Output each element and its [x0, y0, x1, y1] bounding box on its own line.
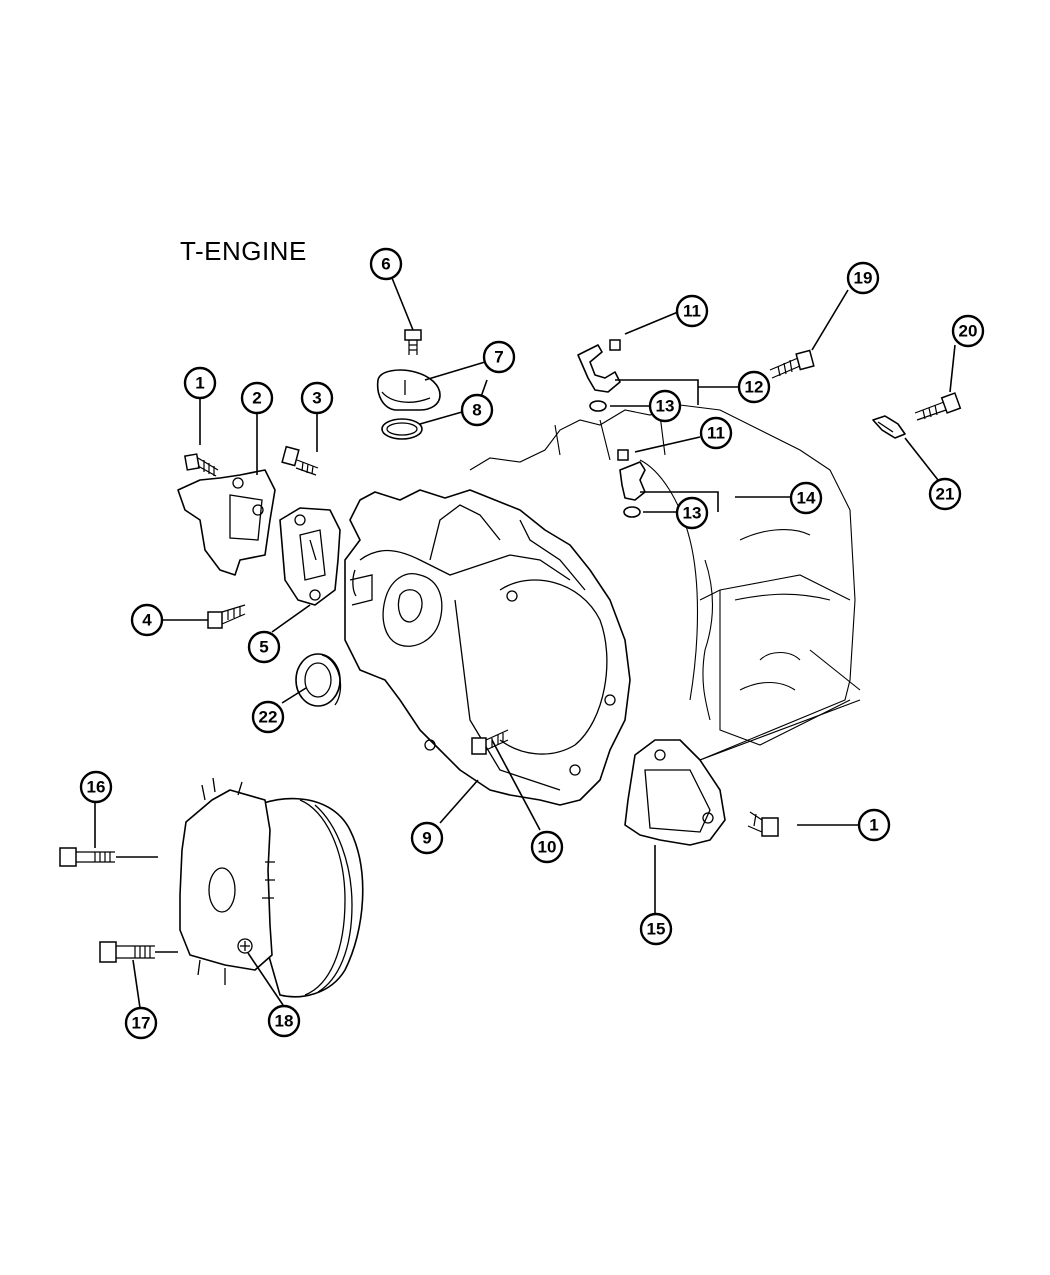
cover-7 — [376, 369, 441, 411]
svg-text:11: 11 — [683, 302, 701, 321]
callout-5: 5 — [247, 630, 281, 664]
svg-text:21: 21 — [936, 485, 955, 504]
callout-1-right: 1 — [857, 808, 891, 842]
svg-text:17: 17 — [132, 1014, 151, 1033]
bolt-3 — [281, 445, 319, 476]
callout-10: 10 — [530, 830, 564, 864]
callout-20: 20 — [951, 314, 985, 348]
o-ring-13-lower — [623, 506, 641, 518]
callout-15: 15 — [639, 912, 673, 946]
callout-13-lower: 13 — [675, 496, 709, 530]
callout-6: 6 — [369, 247, 403, 281]
callout-8: 8 — [460, 393, 494, 427]
callout-19: 19 — [846, 261, 880, 295]
svg-text:8: 8 — [472, 401, 481, 420]
flex-plate — [179, 777, 275, 985]
svg-text:19: 19 — [854, 269, 873, 288]
callout-18: 18 — [267, 1004, 301, 1038]
bolt-4 — [207, 604, 246, 629]
callout-17: 17 — [124, 1006, 158, 1040]
mount-bracket-5 — [279, 507, 341, 606]
sensor-12 — [577, 339, 621, 393]
bolt-16 — [59, 847, 115, 867]
svg-text:9: 9 — [422, 829, 431, 848]
callout-13-upper: 13 — [648, 389, 682, 423]
svg-text:1: 1 — [195, 374, 204, 393]
o-ring-13-upper — [589, 400, 607, 412]
callout-12: 12 — [737, 370, 771, 404]
callout-16: 16 — [79, 770, 113, 804]
engine-block-outline — [469, 404, 861, 761]
svg-text:13: 13 — [656, 397, 675, 416]
svg-text:3: 3 — [312, 389, 321, 408]
seal-22 — [295, 653, 342, 707]
callout-21: 21 — [928, 477, 962, 511]
callout-2: 2 — [240, 381, 274, 415]
svg-text:15: 15 — [647, 920, 666, 939]
mount-bracket-2 — [177, 469, 276, 576]
bolt-1-right — [747, 811, 779, 837]
bolt-19 — [769, 349, 815, 379]
callout-9: 9 — [410, 821, 444, 855]
svg-text:2: 2 — [252, 389, 261, 408]
svg-text:4: 4 — [142, 611, 152, 630]
bolt-6 — [404, 329, 422, 355]
bolt-20 — [914, 392, 962, 421]
leader-lines — [94, 277, 956, 1009]
diagram-title: T-ENGINE — [180, 236, 307, 266]
callout-14: 14 — [789, 481, 823, 515]
transaxle-case — [344, 489, 631, 806]
callout-11-lower: 11 — [699, 416, 733, 450]
svg-text:20: 20 — [959, 322, 978, 341]
callout-3: 3 — [300, 381, 334, 415]
svg-text:10: 10 — [538, 838, 557, 857]
svg-text:22: 22 — [259, 708, 278, 727]
bolt-17 — [99, 941, 155, 963]
svg-text:12: 12 — [745, 378, 764, 397]
svg-text:5: 5 — [259, 638, 268, 657]
callout-22: 22 — [251, 700, 285, 734]
svg-text:6: 6 — [381, 255, 390, 274]
callout-4: 4 — [130, 603, 164, 637]
svg-text:1: 1 — [869, 816, 878, 835]
svg-text:13: 13 — [683, 504, 702, 523]
svg-text:14: 14 — [797, 489, 816, 508]
o-ring-8 — [381, 418, 423, 440]
clip-21 — [872, 415, 906, 439]
bolt-10 — [471, 729, 509, 755]
bolt-1-left — [184, 453, 219, 477]
svg-text:16: 16 — [87, 778, 106, 797]
svg-text:7: 7 — [494, 348, 503, 367]
svg-text:11: 11 — [707, 424, 725, 443]
mount-bracket-15 — [624, 739, 726, 846]
callout-1-left: 1 — [183, 366, 217, 400]
callout-7: 7 — [482, 340, 516, 374]
svg-text:18: 18 — [275, 1012, 294, 1031]
callout-11-upper: 11 — [675, 294, 709, 328]
